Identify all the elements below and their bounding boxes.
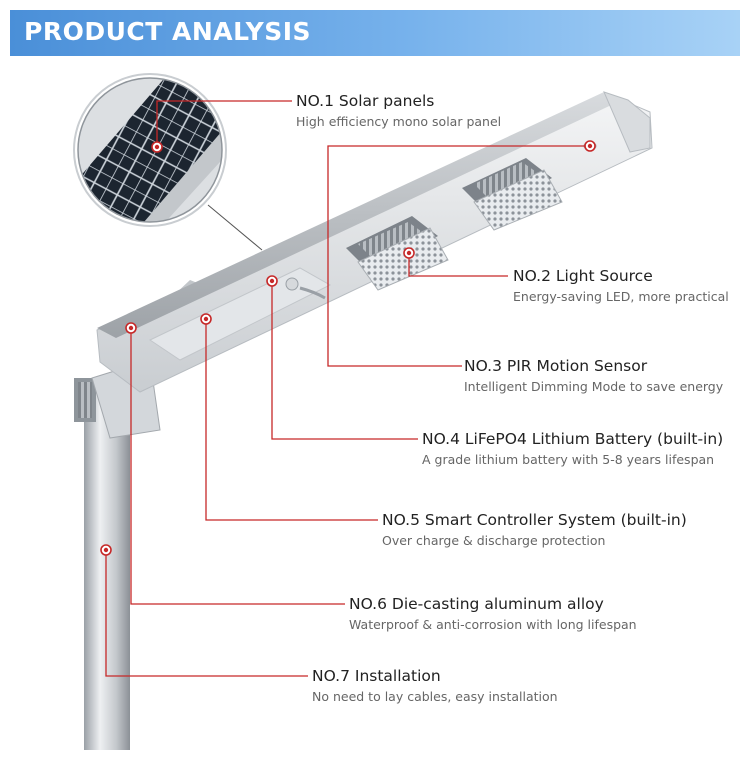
led-module: [462, 158, 563, 231]
header-banner: PRODUCT ANALYSIS: [10, 10, 740, 56]
feature-installation: NO.7 Installation No need to lay cables,…: [312, 666, 558, 705]
feature-solar-panels: NO.1 Solar panels High efficiency mono s…: [296, 91, 501, 130]
feature-title: NO.6 Die-casting aluminum alloy: [349, 595, 604, 613]
feature-subtitle: Intelligent Dimming Mode to save energy: [464, 379, 724, 394]
page-title: PRODUCT ANALYSIS: [24, 17, 312, 46]
feature-subtitle: A grade lithium battery with 5-8 years l…: [422, 452, 715, 467]
lamp-body: [96, 91, 653, 393]
feature-subtitle: Waterproof & anti-corrosion with long li…: [349, 617, 637, 632]
feature-title: NO.5 Smart Controller System (built-in): [382, 511, 687, 529]
feature-aluminum-alloy: NO.6 Die-casting aluminum alloy Waterpro…: [349, 594, 637, 633]
led-module: [346, 216, 449, 291]
solar-panel-zoom: [73, 73, 263, 251]
feature-title: NO.2 Light Source: [513, 267, 653, 285]
feature-subtitle: High efficiency mono solar panel: [296, 114, 502, 129]
feature-light-source: NO.2 Light Source Energy-saving LED, mor…: [513, 266, 729, 305]
feature-subtitle: Energy-saving LED, more practical: [513, 289, 729, 304]
feature-subtitle: Over charge & discharge protection: [382, 533, 606, 548]
feature-title: NO.1 Solar panels: [296, 92, 435, 110]
callout-markers: [100, 140, 596, 556]
feature-title: NO.3 PIR Motion Sensor: [464, 357, 648, 375]
callout-lines: [105, 100, 590, 677]
feature-subtitle: No need to lay cables, easy installation: [312, 689, 558, 704]
feature-controller: NO.5 Smart Controller System (built-in) …: [382, 510, 687, 549]
feature-title: NO.7 Installation: [312, 667, 441, 685]
feature-title: NO.4 LiFePO4 Lithium Battery (built-in): [422, 430, 724, 448]
feature-pir-sensor: NO.3 PIR Motion Sensor Intelligent Dimmi…: [464, 356, 723, 395]
feature-battery: NO.4 LiFePO4 Lithium Battery (built-in) …: [422, 429, 723, 468]
